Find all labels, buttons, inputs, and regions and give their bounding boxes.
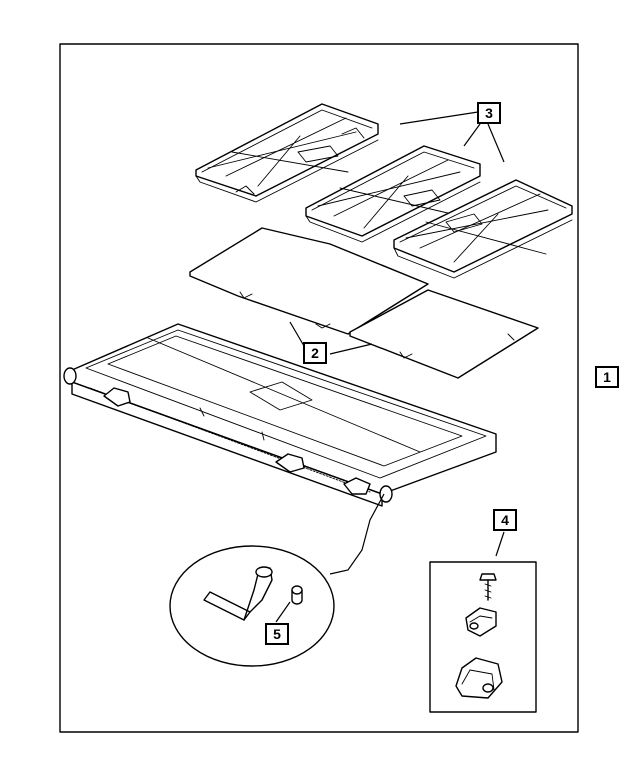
part-3-panel-3	[393, 179, 573, 279]
part-2-panel-left	[189, 227, 429, 335]
callout-5-label: 5	[273, 626, 281, 642]
callout-4-label: 4	[501, 512, 509, 528]
callout-2-label: 2	[311, 345, 319, 361]
callout-4: 4	[493, 509, 517, 531]
callout-4-leader	[495, 531, 505, 557]
part-1-tray-assembly	[63, 323, 497, 507]
callout-3-leader-b	[463, 123, 481, 147]
callout-5-leader	[275, 601, 291, 623]
part-4-bracket	[455, 657, 503, 699]
callout-2-leader-b	[329, 343, 373, 355]
part-3-panel-1	[195, 103, 379, 203]
part-4-screw	[479, 573, 497, 601]
diagram-frame	[59, 43, 579, 733]
callout-3-label: 3	[485, 105, 493, 121]
callout-3-leader-c	[487, 123, 505, 163]
callout-2: 2	[303, 342, 327, 364]
callout-3: 3	[477, 102, 501, 124]
callout-1: 1	[595, 366, 619, 388]
callout-5: 5	[265, 623, 289, 645]
callout-1-label: 1	[603, 369, 611, 385]
part-3-panel-2	[305, 145, 481, 243]
part-5-handle-rod	[203, 566, 273, 621]
part-4-clip	[465, 607, 497, 637]
callout-3-leader-a	[399, 111, 479, 125]
part-2-panel-right	[349, 289, 539, 379]
detail-leader	[329, 493, 385, 575]
detail-circle	[169, 545, 335, 667]
part-5-cap	[291, 585, 303, 605]
part-4-detail-box	[429, 561, 537, 713]
callout-2-leader-a	[289, 321, 305, 347]
